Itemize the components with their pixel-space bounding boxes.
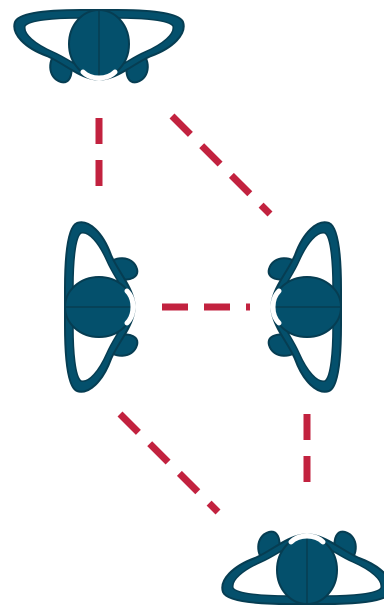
people-layer [14,10,384,604]
connector-p2-p4 [117,411,221,515]
connector-p1-p3 [169,113,273,217]
person-top-view-icon [222,532,384,604]
person-top-view-icon [14,10,183,82]
person-top-view-icon [269,222,341,391]
person-top-view-icon [65,222,137,391]
connectors-layer [95,113,311,515]
